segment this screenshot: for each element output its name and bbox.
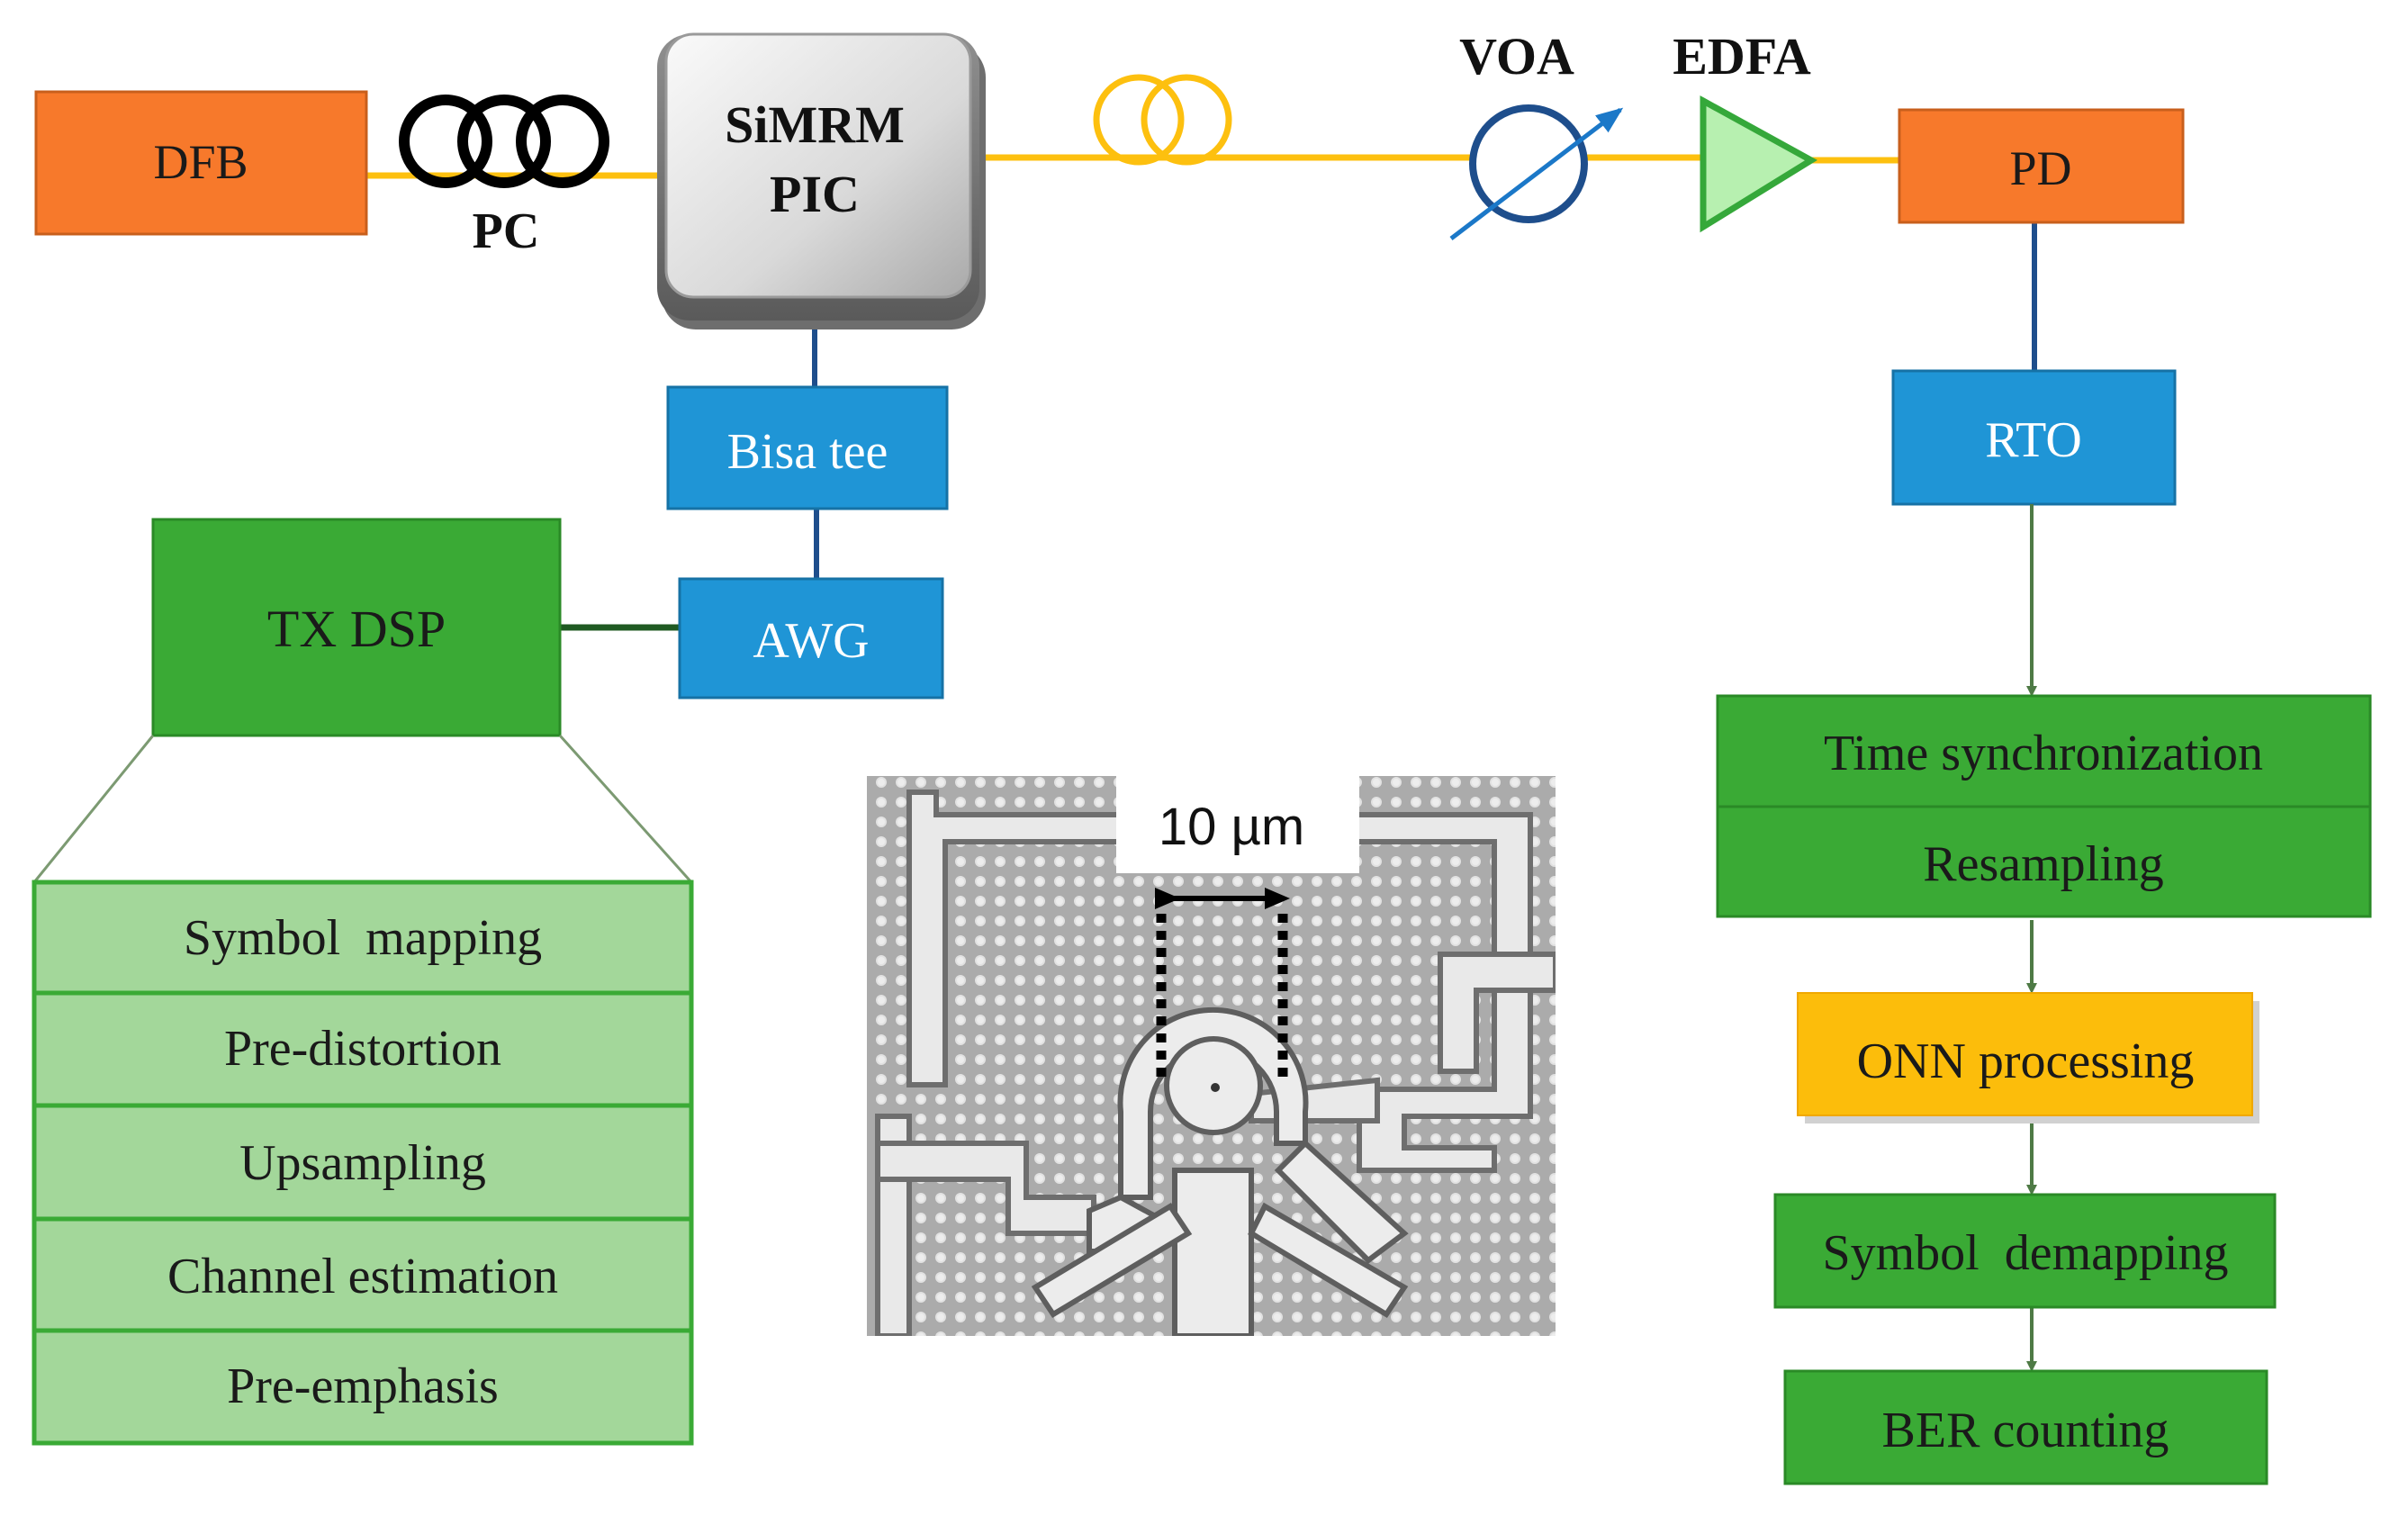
rx-step-label: Time synchronization xyxy=(1824,726,2263,781)
tx-step: Symbol mapping xyxy=(32,880,694,996)
dfb-laser: DFB xyxy=(34,90,368,236)
variable-attenuator-icon xyxy=(1449,104,1624,240)
onn-label: ONN processing xyxy=(1857,1033,2195,1089)
tx-dsp-title: TX DSP xyxy=(267,600,446,658)
tx-dsp: TX DSP xyxy=(32,518,693,884)
symbol-demapping: Symbol demapping xyxy=(1773,1193,2277,1309)
fiber-spool-icon xyxy=(1093,74,1232,166)
polarization-controller-icon xyxy=(399,95,609,188)
tx-step-label: Symbol mapping xyxy=(184,910,542,966)
rto-label: RTO xyxy=(1985,412,2082,468)
tx-step: Pre-distortion xyxy=(32,990,694,1108)
chip-label-line1: SiMRM xyxy=(725,95,905,154)
scale-bar: 10 µm xyxy=(1116,776,1359,1085)
tx-step: Channel estimation xyxy=(32,1216,694,1333)
polarization-controller: PC xyxy=(399,95,609,259)
tx-step: Upsampling xyxy=(32,1103,694,1222)
tx-dsp-zoom-left xyxy=(32,735,155,883)
amplifier-triangle-icon xyxy=(1700,95,1817,233)
bias-tee: Bisa tee xyxy=(666,385,949,510)
scale-label: 10 µm xyxy=(1159,798,1304,856)
tx-step-label: Channel estimation xyxy=(167,1249,558,1304)
edfa: EDFA xyxy=(1673,27,1817,233)
tx-dsp-steps: Symbol mapping Pre-distortion Upsampling… xyxy=(32,880,694,1446)
bias-tee-label: Bisa tee xyxy=(727,424,888,480)
rx-sync-resample-block: Time synchronization Resampling xyxy=(1716,694,2372,918)
tx-dsp-zoom-right xyxy=(558,734,693,884)
rto: RTO xyxy=(1891,369,2177,506)
chip-label-line2: PIC xyxy=(770,165,860,223)
dfb-label: DFB xyxy=(153,135,248,189)
photodetector: PD xyxy=(1898,108,2185,224)
tx-step: Pre-emphasis xyxy=(32,1328,694,1446)
onn-processing: ONN processing xyxy=(1797,992,2259,1123)
edfa-label: EDFA xyxy=(1673,27,1811,86)
awg-label: AWG xyxy=(753,613,869,669)
rx-step-label: Resampling xyxy=(1923,836,2164,892)
pd-label: PD xyxy=(2009,141,2071,195)
tx-step-label: Pre-distortion xyxy=(224,1021,501,1077)
ber-label: BER counting xyxy=(1882,1403,2169,1458)
tx-step-label: Pre-emphasis xyxy=(227,1358,499,1414)
tx-step-label: Upsampling xyxy=(239,1135,486,1191)
voa: VOA xyxy=(1449,27,1624,240)
ber-counting: BER counting xyxy=(1783,1369,2268,1485)
pc-label: PC xyxy=(473,203,540,259)
simrm-pic-chip: SiMRM PIC xyxy=(657,32,986,329)
voa-label: VOA xyxy=(1459,27,1574,86)
electrical-links xyxy=(560,222,2037,631)
demap-label: Symbol demapping xyxy=(1822,1225,2228,1281)
awg: AWG xyxy=(678,577,944,699)
